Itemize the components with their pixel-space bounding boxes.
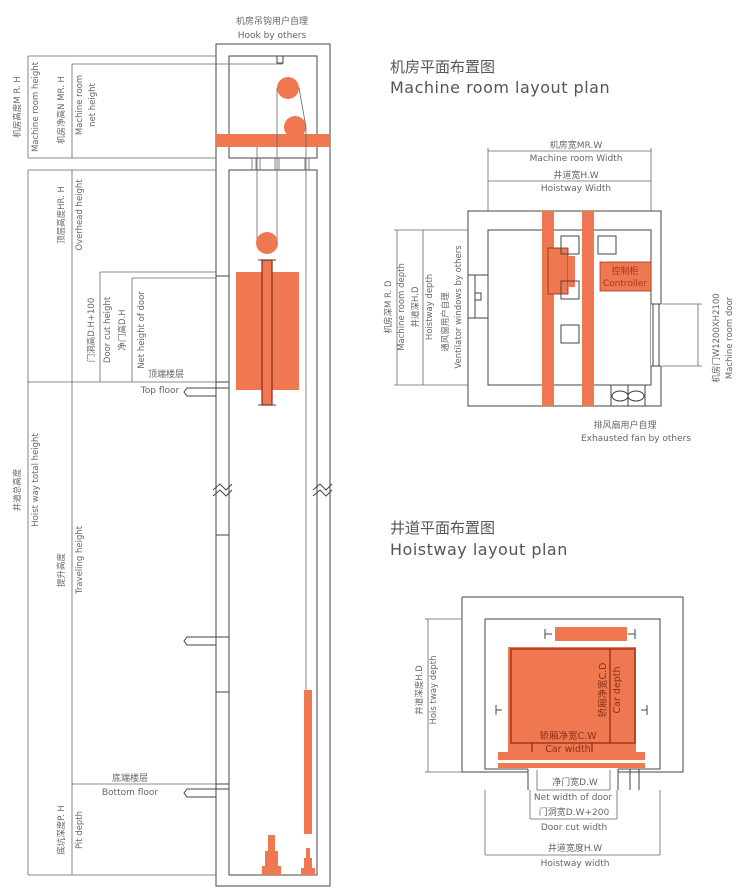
machine-room-inner — [228, 55, 318, 159]
mr-width-cn: 机房宽MR.W — [550, 139, 603, 151]
total-height-en: Hoist way total height — [31, 433, 41, 527]
rope-holes — [560, 235, 617, 344]
break-symbol-left — [212, 483, 233, 497]
dimension-lines — [27, 55, 283, 876]
hw-en: Hoistway Width — [541, 184, 611, 194]
hoistway-depth-en: Hois tway depth — [429, 655, 439, 724]
elevation-section: 机房吊钩用户自理 Hook by others — [12, 15, 333, 887]
counterweight-buffer — [301, 848, 315, 875]
hd-cn: 井道深H.D — [410, 286, 421, 327]
hoistway-plan: 井道平面布置图 Hoistway layout plan 轿厢净 — [390, 519, 684, 869]
door-cut-height-en: Door cut height — [103, 296, 113, 363]
mr-inner-wall — [487, 229, 652, 386]
bottom-floor-en: Bottom floor — [102, 788, 159, 798]
hook-label-cn: 机房吊钩用户自理 — [236, 15, 308, 27]
door-cut-width-cn: 门洞宽D.W+200 — [539, 806, 610, 818]
landing-door-frame — [527, 769, 640, 790]
car-width-en: Car width — [545, 744, 591, 755]
door-cut-height-cn: 门洞高D.H+100 — [86, 298, 97, 363]
traction-motor — [568, 256, 575, 287]
overhead-cn: 顶层高度HR. H — [56, 186, 67, 244]
car-buffer — [262, 835, 281, 875]
door-net-height-en: Net height of door — [137, 291, 147, 369]
car-width-cn: 轿厢净宽C.W — [539, 730, 597, 742]
mr-beam-left — [542, 211, 554, 406]
mr-depth-cn: 机房深M R. D — [383, 280, 394, 334]
guide-rails — [495, 629, 648, 715]
hd-en: Hoistway depth — [425, 274, 435, 340]
ventilator-window — [467, 274, 489, 319]
mr-height-en: Machine room height — [31, 61, 41, 152]
total-height-cn: 井道总高度 — [12, 468, 23, 511]
pit-depth-en: Pit depth — [75, 811, 85, 849]
mr-outer-wall — [467, 210, 662, 407]
controller-en: Controller — [603, 279, 648, 289]
door-net-height-cn: 净门高D.H — [117, 309, 128, 350]
mr-beam-right — [582, 211, 594, 406]
car-frame — [261, 259, 273, 406]
car-plan — [508, 647, 636, 753]
door-net-width-en: Net width of door — [534, 793, 613, 803]
fan-en: Exhausted fan by others — [581, 434, 691, 444]
car-inner-outline — [510, 648, 636, 744]
hoistway-title-cn: 井道平面布置图 — [390, 519, 495, 537]
car-depth-cn: 轿厢净宽C.D — [597, 663, 609, 718]
exhaust-fan-icon — [610, 384, 646, 407]
car-depth-en: Car depth — [612, 666, 623, 713]
beam-supports — [251, 158, 310, 170]
door-cut-width-en: Door cut width — [541, 823, 607, 833]
mr-door — [650, 300, 661, 372]
overhead-en: Overhead height — [75, 179, 85, 251]
counterweight-plan — [555, 627, 627, 641]
hoistway-width-dimensions — [484, 770, 661, 856]
pit-depth-cn: 底坑深度P. H — [56, 805, 67, 855]
deflector-sheave-icon — [284, 116, 306, 138]
mr-net-height-en2: net height — [88, 82, 98, 126]
mr-net-height-en1: Machine room — [75, 75, 85, 135]
mr-depth-dimensions — [394, 229, 702, 386]
controller-cabinet — [599, 261, 652, 292]
bottom-floor-cn: 底端楼层 — [112, 772, 148, 784]
travel-height-cn: 提升高度 — [56, 553, 67, 588]
controller-cn: 控制柜 — [611, 265, 638, 277]
car-sill — [498, 752, 645, 760]
vent-cn: 通风窗用户自理 — [440, 292, 451, 352]
counterweight — [304, 690, 312, 834]
hoistway-width-cn: 井道宽度H.W — [548, 842, 602, 854]
machine-beam — [216, 134, 330, 147]
machine-room-plan: 机房平面布置图 Machine room layout plan 机房宽MR.W… — [383, 58, 735, 444]
hoistway-depth-dimension — [425, 618, 462, 773]
break-symbol-right — [312, 483, 333, 497]
mr-door-en: Machine room door — [725, 296, 735, 379]
mr-depth-en: Machine room depth — [397, 263, 407, 351]
mr-width-en: Machine room Width — [530, 154, 623, 164]
hoist-ropes — [256, 87, 307, 690]
hook-icon — [276, 55, 284, 64]
door-net-width-cn: 净门宽D.W — [552, 776, 598, 788]
hw-cn: 井道宽H.W — [553, 169, 598, 181]
machine-room-title-cn: 机房平面布置图 — [390, 58, 495, 76]
mr-height-cn: 机房高度M R. H — [12, 76, 23, 137]
fan-cn: 排风扇用户自理 — [593, 419, 656, 431]
hoistway-title-en: Hoistway layout plan — [390, 540, 568, 559]
landing-sill — [498, 763, 645, 768]
travel-height-en: Traveling height — [75, 525, 85, 595]
traction-machine — [547, 247, 569, 295]
top-floor-cn: 顶端楼层 — [148, 368, 184, 380]
traction-sheave-icon — [277, 77, 299, 99]
vent-en: Ventilator windows by others — [454, 245, 464, 369]
mr-width-dimensions — [487, 148, 652, 211]
shaft-outer-wall — [215, 43, 331, 887]
mr-net-height-cn: 机房净高N MR. H — [56, 76, 67, 144]
hook-label-en: Hook by others — [238, 31, 307, 41]
mr-door-cn: 机房门W1200XH2100 — [711, 293, 722, 382]
top-floor-en: Top floor — [140, 386, 180, 396]
car-sheave-icon — [256, 232, 278, 254]
hoistway-width-en: Hoistway width — [541, 859, 610, 869]
hoistway-depth-cn: 井道深度H.D — [414, 665, 425, 715]
machine-room-title-en: Machine room layout plan — [390, 78, 610, 97]
landing-walls — [183, 275, 229, 798]
